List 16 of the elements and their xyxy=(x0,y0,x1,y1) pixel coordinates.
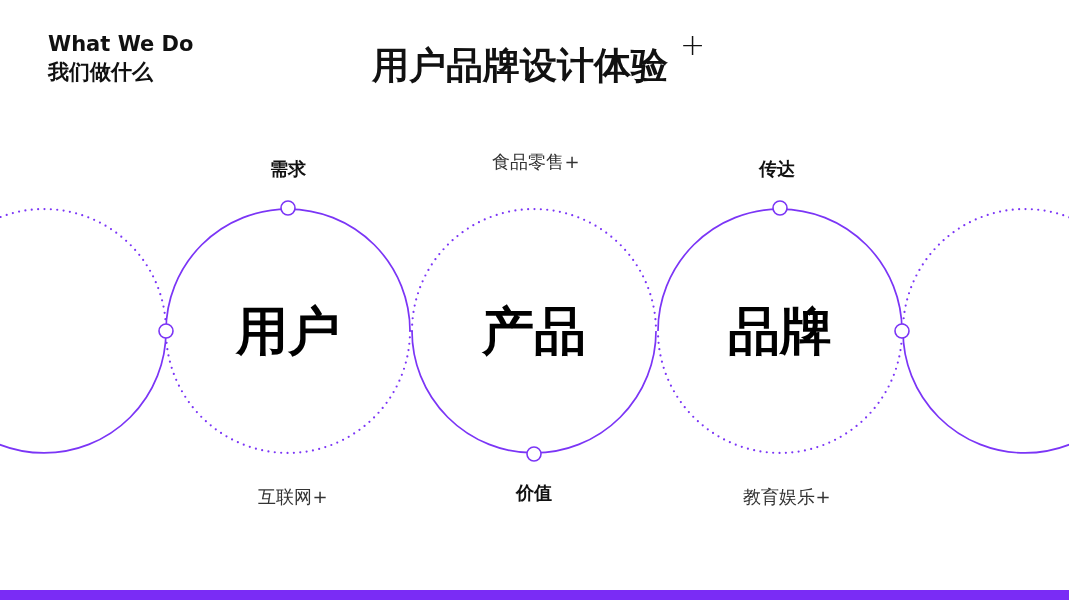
node-caption: 价值 xyxy=(516,482,552,504)
plus-sign: + xyxy=(680,30,706,60)
node-title: 品牌 xyxy=(728,305,832,357)
section-heading: What We Do xyxy=(48,31,194,57)
section-heading: 我们做什么 xyxy=(48,59,153,85)
node-caption: 互联网+ xyxy=(258,486,328,508)
node-caption: 食品零售+ xyxy=(492,151,580,173)
node-caption: 需求 xyxy=(270,158,306,180)
node-caption: 教育娱乐+ xyxy=(743,486,831,508)
node-title: 用户 xyxy=(236,305,340,357)
node-caption: 传达 xyxy=(759,158,795,180)
page-title: 用户品牌设计体验 xyxy=(372,44,668,88)
ring-node xyxy=(411,208,657,454)
ring-node xyxy=(657,208,903,454)
node-title: 产品 xyxy=(482,305,586,357)
ring-node xyxy=(165,208,411,454)
